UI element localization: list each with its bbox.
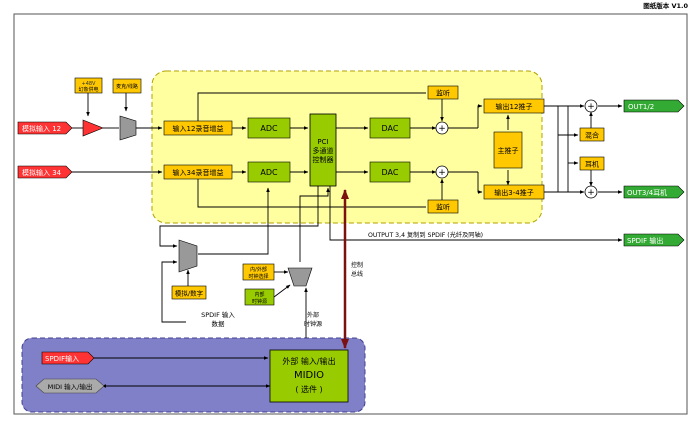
svg-text:DAC: DAC	[382, 168, 399, 177]
svg-text:ADC: ADC	[260, 124, 278, 133]
svg-text:SPDIF输入: SPDIF输入	[45, 354, 79, 363]
sum-node-1: +	[435, 121, 449, 135]
svg-text:( 选件 ): ( 选件 )	[295, 384, 322, 394]
svg-text:ADC: ADC	[260, 168, 278, 177]
control-bus-label: 控制 总线	[351, 261, 363, 278]
svg-text:监听: 监听	[436, 89, 450, 98]
svg-text:耳机: 耳机	[585, 160, 599, 169]
svg-text:总线: 总线	[351, 270, 363, 278]
svg-text:OUT1/2: OUT1/2	[628, 103, 654, 111]
spdif-output: SPDIF 输出	[623, 233, 685, 247]
output-34: OUT3/4耳机	[623, 185, 685, 199]
svg-text:幻象供电: 幻象供电	[78, 86, 98, 93]
phantom-power-box: +48V 幻象供电	[74, 77, 103, 94]
analog-input-12: 模拟输入 12	[17, 121, 73, 135]
sum-node-2: +	[435, 165, 449, 179]
mic-line-box: 麦克/线路	[112, 78, 142, 94]
int-ext-clock-select: 内/外部 时钟选择	[242, 263, 275, 281]
svg-text:时钟源: 时钟源	[252, 298, 267, 305]
master-fader: 主推子	[493, 131, 523, 169]
version-label: 图纸版本 V1.0	[643, 1, 688, 10]
sum-node-out-1: +	[584, 99, 598, 113]
mix-block: 混合	[579, 127, 605, 142]
svg-text:监听: 监听	[436, 203, 450, 212]
svg-text:+: +	[587, 188, 595, 198]
internal-clock-source: 内部 时钟源	[244, 288, 275, 306]
svg-text:输出3-4推子: 输出3-4推子	[494, 188, 533, 197]
svg-text:输入34录音增益: 输入34录音增益	[173, 168, 224, 177]
spdif-input-data-label: SPDIF 输入 数据	[201, 310, 235, 328]
output-driver-34: 输出3-4推子	[483, 184, 545, 200]
dac-block-2: DAC	[369, 161, 411, 183]
preamp-gain-12: 输入12录音增益	[163, 120, 233, 136]
output34-spdif-note: OUTPUT 3,4 复制到 SPDIF (光纤及同轴)	[368, 231, 483, 239]
headphone-block: 耳机	[579, 156, 605, 171]
input-switch-icon	[119, 115, 137, 141]
clock-mux-icon	[287, 267, 313, 287]
svg-text:数据: 数据	[212, 319, 226, 328]
preamp-gain-34: 输入34录音增益	[163, 164, 233, 180]
svg-text:内/外部: 内/外部	[250, 266, 267, 273]
svg-text:+: +	[587, 102, 595, 112]
svg-text:麦克/线路: 麦克/线路	[116, 83, 138, 90]
adc-block-1: ADC	[247, 117, 291, 139]
sum-node-out-2: +	[584, 185, 598, 199]
svg-text:外部: 外部	[307, 311, 319, 319]
processing-region	[151, 70, 543, 224]
dac-block-1: DAC	[369, 117, 411, 139]
svg-text:MIDI 输入/输出: MIDI 输入/输出	[48, 382, 93, 391]
analog-digital-box: 模拟/数字	[171, 285, 207, 300]
svg-text:主推子: 主推子	[498, 146, 519, 155]
svg-text:OUT3/4耳机: OUT3/4耳机	[627, 188, 667, 197]
svg-text:+: +	[438, 124, 446, 134]
signal-wires	[72, 92, 623, 388]
pci-controller: PCI 多通道 控制器	[309, 113, 337, 187]
svg-text:PCI: PCI	[317, 138, 328, 146]
analog-input-34: 模拟输入 34	[17, 165, 73, 179]
svg-text:模拟/数字: 模拟/数字	[175, 289, 204, 298]
svg-text:控制器: 控制器	[313, 155, 334, 164]
external-clock-label: 外部 时钟源	[304, 311, 322, 328]
svg-text:模拟输入 34: 模拟输入 34	[22, 168, 62, 177]
svg-text:SPDIF 输出: SPDIF 输出	[627, 236, 663, 245]
svg-text:时钟源: 时钟源	[304, 320, 322, 328]
output-12: OUT1/2	[623, 99, 685, 113]
svg-text:DAC: DAC	[382, 124, 399, 133]
svg-text:+48V: +48V	[82, 81, 97, 87]
adc-block-2: ADC	[247, 161, 291, 183]
svg-text:输出12推子: 输出12推子	[496, 102, 533, 111]
svg-text:内部: 内部	[254, 291, 264, 298]
svg-text:控制: 控制	[351, 261, 363, 269]
svg-text:混合: 混合	[585, 131, 599, 140]
svg-text:MIDIO: MIDIO	[294, 370, 324, 381]
svg-text:多通道: 多通道	[313, 146, 334, 155]
svg-text:模拟输入 12: 模拟输入 12	[22, 124, 61, 133]
monitor-block-1: 监听	[427, 85, 459, 100]
monitor-block-2: 监听	[427, 199, 459, 214]
output-driver-12: 输出12推子	[483, 98, 545, 114]
source-switch-icon	[178, 239, 198, 273]
preamp-triangle-icon	[82, 119, 104, 137]
midi-io: MIDI 输入/输出	[35, 378, 105, 394]
svg-text:+: +	[438, 168, 446, 178]
outer-frame	[13, 13, 688, 415]
spdif-input: SPDIF输入	[41, 351, 95, 365]
svg-text:输入12录音增益: 输入12录音增益	[173, 124, 224, 133]
svg-text:时钟选择: 时钟选择	[248, 273, 268, 280]
svg-text:SPDIF 输入: SPDIF 输入	[201, 310, 235, 319]
midio-option-block: 外部 输入/输出 MIDIO ( 选件 )	[269, 349, 349, 403]
svg-text:外部 输入/输出: 外部 输入/输出	[282, 356, 335, 366]
